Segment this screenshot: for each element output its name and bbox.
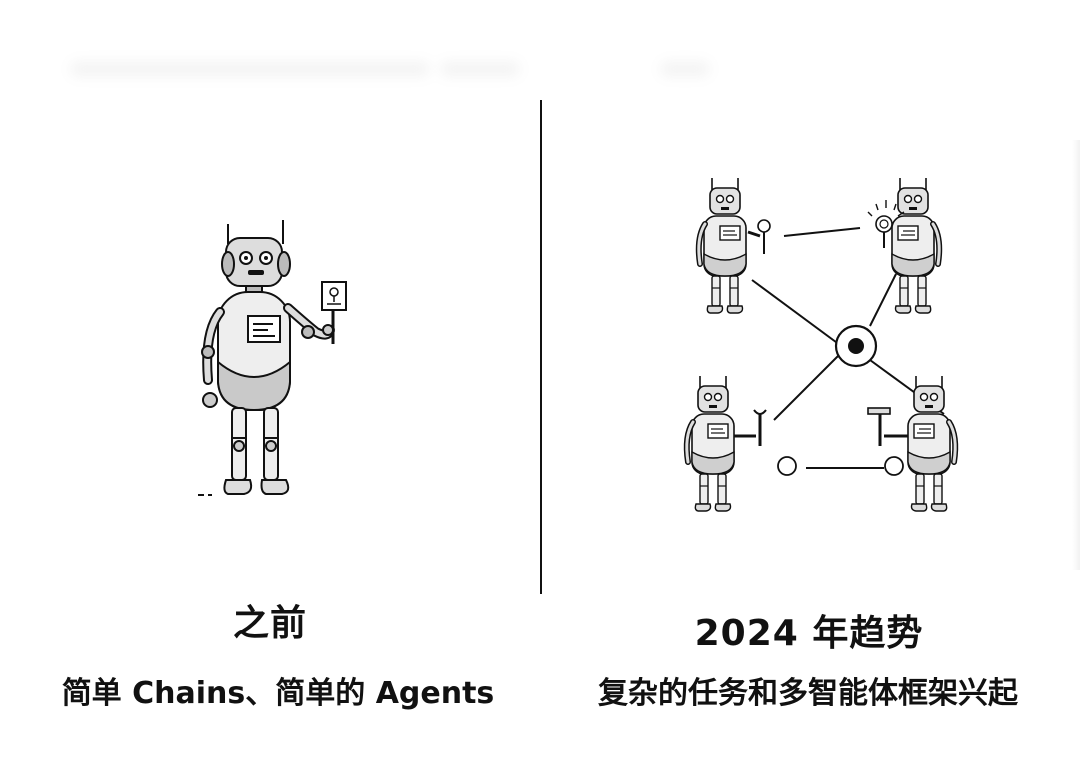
- multi-robot-network-icon: [674, 170, 964, 515]
- before-title: 之前: [232, 603, 307, 644]
- trend-panel: 2024 年趋势 复杂的任务和多智能体框架兴起: [542, 0, 1080, 778]
- wrench-icon: [734, 409, 767, 446]
- hammer-icon: [867, 407, 908, 446]
- trend-title: 2024 年趋势: [694, 613, 924, 654]
- edge-shadow: [1072, 140, 1080, 570]
- before-panel: 之前 简单 Chains、简单的 Agents: [62, 220, 494, 711]
- trend-subtitle: 复杂的任务和多智能体框架兴起: [598, 676, 1018, 711]
- blurred-header: [70, 55, 710, 85]
- lightbulb-icon: [867, 200, 905, 248]
- before-subtitle: 简单 Chains、简单的 Agents: [61, 676, 495, 711]
- center-divider: [540, 100, 542, 594]
- single-robot-icon: [198, 220, 347, 496]
